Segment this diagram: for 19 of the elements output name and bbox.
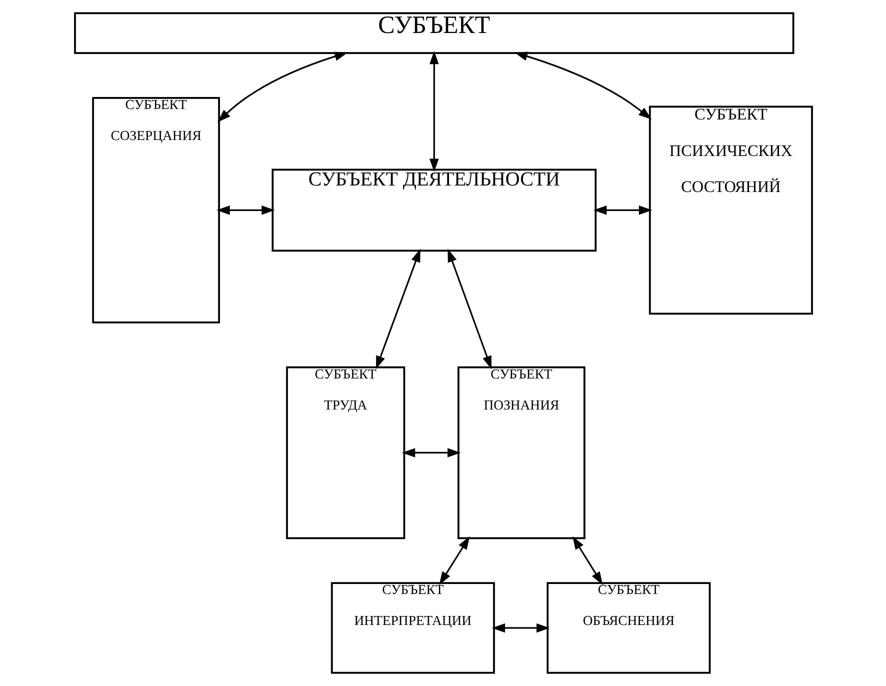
arrow: [447, 248, 492, 370]
arrow: [572, 536, 602, 585]
node-box: СУБЪЕКТ СОЗЕРЦАНИЯ: [92, 97, 220, 324]
arrow: [514, 52, 652, 120]
node-box: СУБЪЕКТ ИНТЕРПРЕТАЦИИ: [330, 582, 494, 674]
arrow: [216, 206, 274, 215]
arrow: [401, 448, 460, 458]
arrow: [429, 50, 438, 172]
node-box: СУБЪЕКТ ДЕЯТЕЛЬНОСТИ: [271, 168, 596, 252]
node-box: СУБЪЕКТ ПОЗНАНИЯ: [457, 366, 585, 540]
arrow: [491, 623, 550, 633]
arrow: [438, 536, 470, 585]
arrow: [592, 206, 652, 215]
node-box: СУБЪЕКТ ТРУДА: [286, 366, 405, 540]
node-box: СУБЪЕКТ ПСИХИЧЕСКИХ СОСТОЯНИЙ: [648, 106, 812, 315]
arrow: [217, 52, 348, 122]
arrow: [375, 248, 420, 370]
node-box: СУБЪЕКТ ОБЪЯСНЕНИЯ: [546, 582, 710, 674]
node-box: СУБЪЕКТ: [74, 12, 794, 54]
